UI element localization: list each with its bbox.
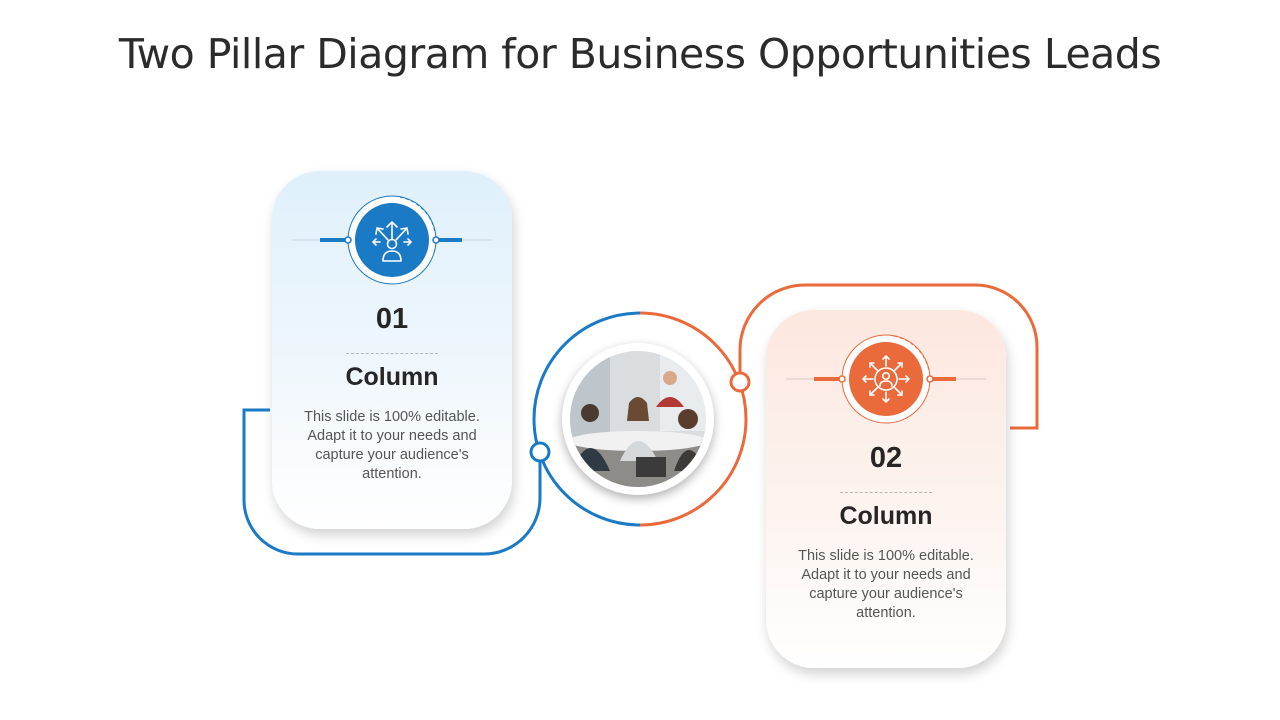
pillar-card-1: 01 Column This slide is 100% editable. A… xyxy=(272,171,512,529)
lead-network-icon xyxy=(862,355,910,403)
pillar-2-heading: Column xyxy=(839,502,933,530)
orange-connector-node xyxy=(729,371,751,393)
pillar-2-number: 02 xyxy=(869,442,903,474)
pillar-card-2: 02 Column This slide is 100% editable. A… xyxy=(766,310,1006,668)
pillar-2-icon-badge xyxy=(786,334,986,424)
pillar-1-number: 01 xyxy=(375,303,409,335)
pillar-1-icon-badge xyxy=(292,195,492,285)
pillar-2-divider xyxy=(840,492,932,493)
business-opportunities-icon xyxy=(372,221,412,262)
meeting-photo-illustration xyxy=(570,351,706,487)
pillar-1-text: This slide is 100% editable. Adapt it to… xyxy=(304,409,480,482)
team-meeting-photo xyxy=(562,343,714,495)
pillar-2-text: This slide is 100% editable. Adapt it to… xyxy=(798,548,974,621)
slide-title: Two Pillar Diagram for Business Opportun… xyxy=(118,30,1162,78)
blue-connector-node xyxy=(529,441,551,463)
orange-ring-arc xyxy=(639,311,748,527)
pillar-1-heading: Column xyxy=(345,363,439,391)
blue-ring-arc xyxy=(532,311,641,527)
orange-connector-line xyxy=(738,283,1039,430)
pillar-1-divider xyxy=(346,353,438,354)
blue-connector-line xyxy=(242,408,542,556)
